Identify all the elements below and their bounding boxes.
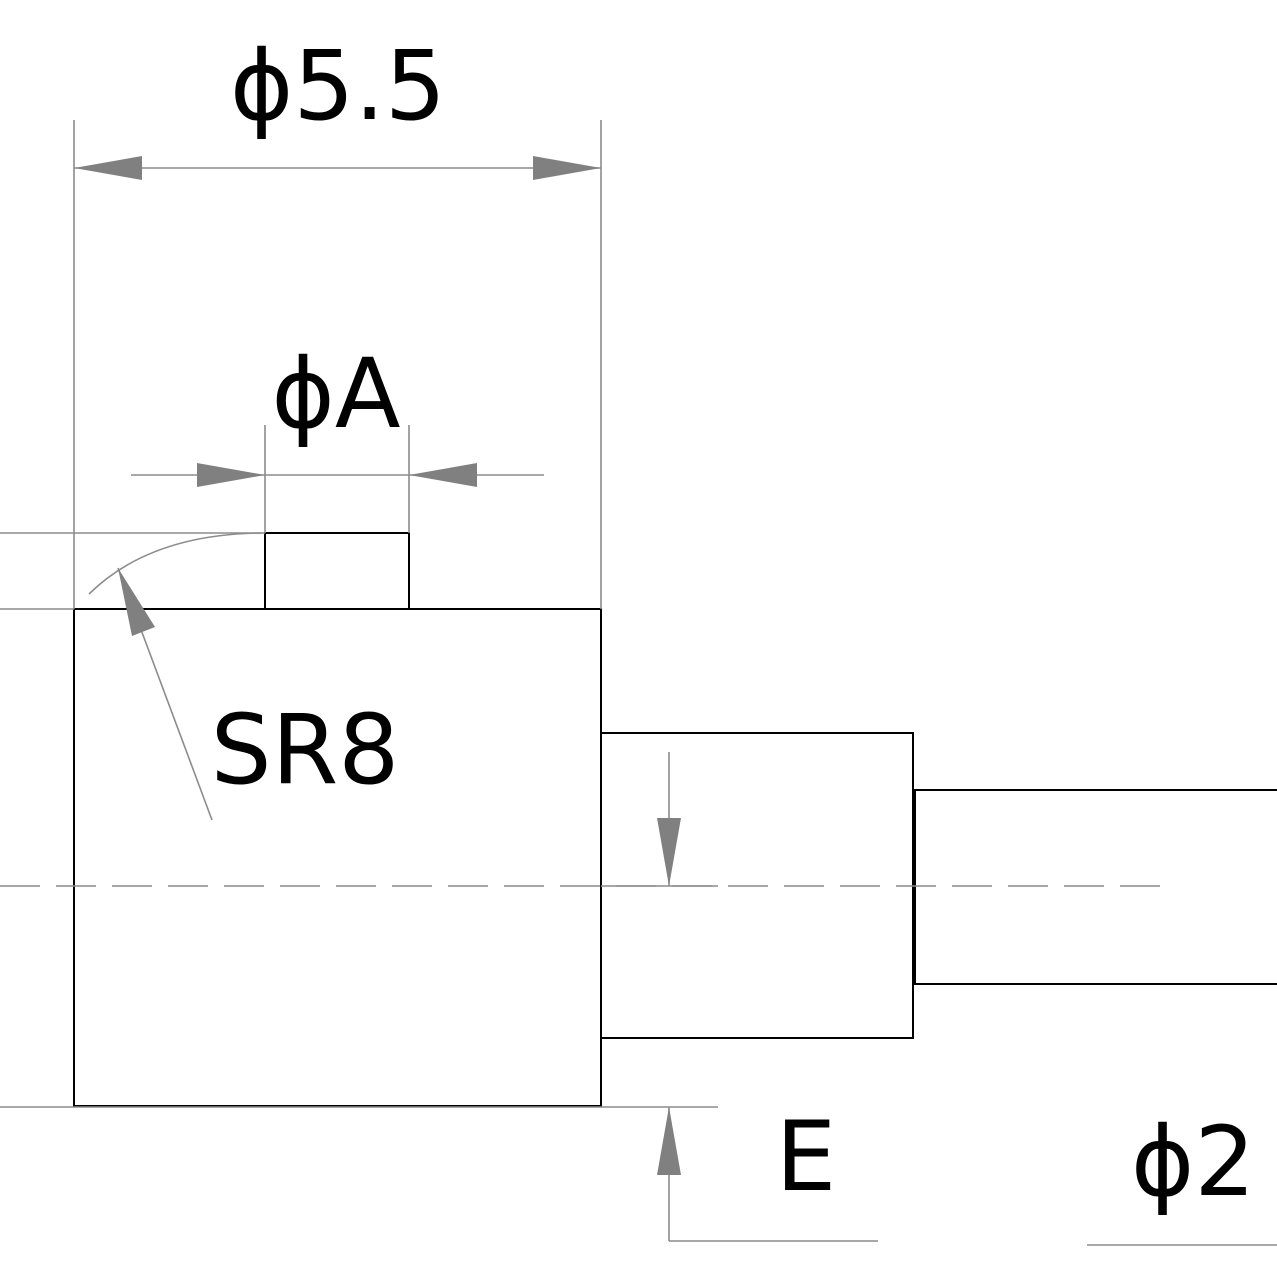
overall-diameter-label: ϕ5.5 bbox=[230, 30, 446, 142]
dimension-tip-diameter: ϕA bbox=[131, 338, 544, 533]
dimension-offset: E bbox=[0, 752, 878, 1242]
arrowhead-top bbox=[657, 818, 681, 886]
dimension-shank-diameter: ϕ2 bbox=[1087, 1106, 1277, 1246]
tip-boss bbox=[264, 532, 410, 610]
leader-arrowhead bbox=[118, 568, 155, 636]
shank-diameter-label: ϕ2 bbox=[1131, 1106, 1255, 1218]
arrowhead-right bbox=[409, 463, 477, 487]
dimension-overall-diameter: ϕ5.5 bbox=[73, 30, 602, 609]
dimension-sphere-radius: SR8 bbox=[0, 532, 400, 821]
arrowhead-left bbox=[197, 463, 265, 487]
arrowhead-right bbox=[533, 156, 601, 180]
sphere-radius-label: SR8 bbox=[211, 694, 400, 806]
offset-label: E bbox=[776, 1101, 837, 1213]
radius-arc bbox=[88, 532, 263, 595]
main-body bbox=[73, 608, 602, 1107]
tip-diameter-label: ϕA bbox=[272, 338, 401, 450]
arrowhead-left bbox=[74, 156, 142, 180]
arrowhead-bottom bbox=[657, 1107, 681, 1175]
